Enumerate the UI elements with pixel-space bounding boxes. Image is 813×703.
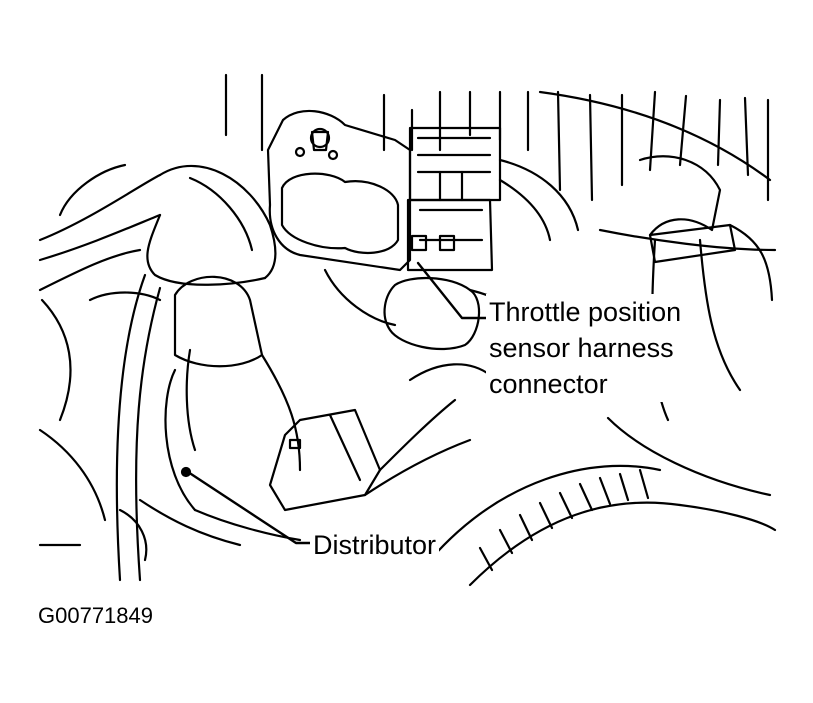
figure-id: G00771849 xyxy=(38,603,153,628)
distributor-callout: Distributor xyxy=(310,527,440,563)
spark-plug-wires xyxy=(38,163,277,582)
distributor-leader-line xyxy=(186,470,312,545)
distributor-connector xyxy=(268,398,472,512)
throttle-position-sensor xyxy=(266,109,412,272)
intake-duct xyxy=(224,73,777,252)
tps-callout-line-3: connector xyxy=(489,369,608,399)
right-hose xyxy=(606,155,774,497)
leader-lines xyxy=(186,261,488,545)
tps-callout-line-2: sensor harness xyxy=(489,333,674,363)
tps-callout-line-1: Throttle position xyxy=(489,297,682,327)
tps-harness-connector xyxy=(406,126,580,272)
tps-connector-callout: Throttle position sensor harness connect… xyxy=(486,294,685,402)
distributor-body xyxy=(38,353,302,562)
ribbed-pipe xyxy=(428,464,777,587)
tps-leader-line xyxy=(416,261,488,320)
